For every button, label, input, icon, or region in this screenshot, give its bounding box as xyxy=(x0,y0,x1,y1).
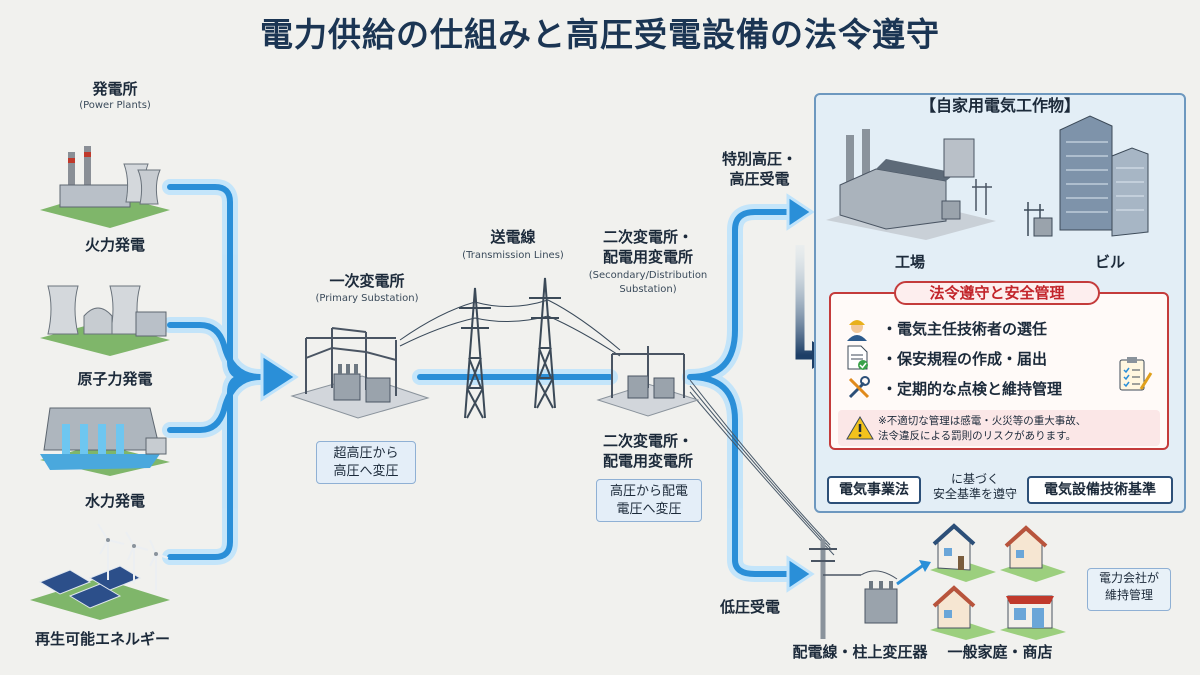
self-use-heading: 【自家用電気工作物】 xyxy=(919,96,1080,115)
secondary-bottom-line1: 二次変電所・ xyxy=(602,432,693,450)
utility-line2: 維持管理 xyxy=(1104,587,1153,602)
low-voltage-label: 低圧受電 xyxy=(719,598,780,616)
nuclear-plant-icon xyxy=(40,285,170,356)
homes-shops-label: 一般家庭・商店 xyxy=(947,643,1053,661)
secondary-substation-icon xyxy=(596,346,700,417)
secondary-label-en-line2: Substation) xyxy=(619,284,677,295)
primary-note: 超高圧から 高圧へ変圧 xyxy=(316,441,416,485)
laws-middle: に基づく 安全基準を遵守 xyxy=(925,472,1025,502)
secondary-label-line1: 二次変電所・ xyxy=(602,228,693,246)
primary-substation-label: 一次変電所 xyxy=(329,272,405,290)
power-plants-heading-en: (Power Plants) xyxy=(79,100,151,111)
compliance-item-3: ・定期的な点検と維持管理 xyxy=(882,380,1063,398)
utility-line1: 電力会社が xyxy=(1098,571,1159,585)
page-title: 電力供給の仕組みと高圧受電設備の法令遵守 xyxy=(260,15,940,54)
thermal-power-label: 火力発電 xyxy=(84,236,145,254)
warning-icon xyxy=(846,416,874,440)
warning-line1: ※不適切な管理は感電・火災等の重大事故、 xyxy=(878,415,1087,427)
factory-label: 工場 xyxy=(894,253,925,271)
high-voltage-line1: 特別高圧・ xyxy=(721,150,797,168)
houses-shops-icon xyxy=(930,523,1066,640)
compliance-heading: 法令遵守と安全管理 xyxy=(894,281,1100,305)
engineer-icon xyxy=(847,320,867,341)
factory-icon xyxy=(826,129,996,240)
primary-note-line2: 高圧へ変圧 xyxy=(333,463,399,479)
secondary-note-line2: 電圧へ変圧 xyxy=(616,501,682,517)
secondary-bottom-line2: 配電用変電所 xyxy=(602,452,693,470)
tools-icon xyxy=(848,376,870,399)
distribution-arrows-icon xyxy=(896,560,931,586)
transmission-label: 送電線 xyxy=(490,228,536,246)
primary-substation-label-en: (Primary Substation) xyxy=(315,293,419,304)
warning-area xyxy=(838,410,1160,446)
compliance-item-1: ・電気主任技術者の選任 xyxy=(882,320,1048,338)
utility-maintains-note: 電力会社が 維持管理 xyxy=(1087,568,1171,611)
primary-substation-icon xyxy=(290,327,430,419)
document-check-icon xyxy=(847,345,868,370)
secondary-note-line1: 高圧から配電 xyxy=(609,484,688,499)
checklist-icon xyxy=(1119,357,1153,391)
warning-text: ※不適切な管理は感電・火災等の重大事故、 法令違反による罰則のリスクがあります。 xyxy=(878,414,1086,443)
secondary-label-line2: 配電用変電所 xyxy=(602,248,693,266)
technical-standards: 電気設備技術基準 xyxy=(1027,476,1173,504)
hydro-dam-icon xyxy=(40,407,170,476)
compliance-item-2: ・保安規程の作成・届出 xyxy=(882,350,1048,368)
building-icon xyxy=(1024,115,1149,237)
building-label: ビル xyxy=(1094,253,1125,271)
transmission-label-en: (Transmission Lines) xyxy=(462,250,564,261)
thermal-plant-icon xyxy=(40,146,170,228)
transmission-towers-icon xyxy=(459,277,561,419)
secondary-note: 高圧から配電 電圧へ変圧 xyxy=(596,479,702,523)
power-plants-heading: 発電所 xyxy=(92,80,138,98)
high-voltage-line2: 高圧受電 xyxy=(729,170,790,188)
hydro-power-label: 水力発電 xyxy=(84,492,145,510)
laws-middle-line2: 安全基準を遵守 xyxy=(932,487,1017,501)
secondary-label-en-line1: (Secondary/Distribution xyxy=(588,270,708,281)
primary-note-line1: 超高圧から xyxy=(333,446,399,461)
electricity-business-act: 電気事業法 xyxy=(827,476,921,504)
pole-transformer-label: 配電線・柱上変圧器 xyxy=(792,643,928,661)
utility-pole-transformer-icon xyxy=(809,539,898,639)
nuclear-power-label: 原子力発電 xyxy=(77,370,153,388)
renewable-energy-icon xyxy=(30,523,170,620)
renewable-energy-label: 再生可能エネルギー xyxy=(34,630,170,648)
warning-line2: 法令違反による罰則のリスクがあります。 xyxy=(878,429,1077,442)
laws-middle-line1: に基づく xyxy=(950,472,999,486)
